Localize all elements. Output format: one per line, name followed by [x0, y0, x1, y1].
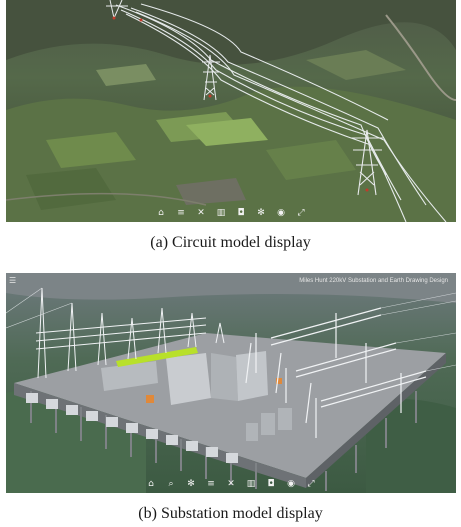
layers-icon[interactable]: ≡: [207, 479, 215, 489]
camera-icon[interactable]: ◘: [237, 208, 245, 218]
measure-icon[interactable]: ✕: [197, 208, 205, 218]
fullscreen-icon[interactable]: ⤢: [297, 208, 305, 218]
substation-model-viewport[interactable]: ☰ Miles Hunt 220kV Substation and Earth …: [6, 273, 456, 493]
circuit-caption: (a) Circuit model display: [150, 234, 311, 251]
settings-icon[interactable]: ✻: [187, 479, 195, 489]
settings-icon[interactable]: ✻: [257, 208, 265, 218]
menu-icon[interactable]: ☰: [9, 276, 17, 285]
info-icon[interactable]: ◉: [277, 208, 285, 218]
substation-toolbar: ⌂ ⌕ ✻ ≡ ✕ ▥ ◘ ◉ ⤢: [6, 479, 456, 490]
home-icon[interactable]: ⌂: [158, 208, 164, 218]
info-icon[interactable]: ◉: [287, 479, 295, 489]
home-icon[interactable]: ⌂: [148, 479, 154, 489]
grid-icon[interactable]: ▥: [216, 208, 226, 218]
grid-icon[interactable]: ▥: [246, 479, 256, 489]
search-icon[interactable]: ⌕: [168, 479, 174, 489]
substation-caption: (b) Substation model display: [138, 505, 323, 522]
circuit-model-viewport[interactable]: ⌂ ≡ ✕ ▥ ◘ ✻ ◉ ⤢: [6, 0, 456, 222]
measure-icon[interactable]: ✕: [227, 479, 235, 489]
fullscreen-icon[interactable]: ⤢: [307, 479, 315, 489]
camera-icon[interactable]: ◘: [267, 479, 275, 489]
scene-title: Miles Hunt 220kV Substation and Earth Dr…: [299, 278, 448, 284]
circuit-toolbar: ⌂ ≡ ✕ ▥ ◘ ✻ ◉ ⤢: [6, 208, 456, 219]
layers-icon[interactable]: ≡: [177, 208, 185, 218]
circuit-scene: [6, 0, 456, 222]
substation-scene: [6, 273, 456, 493]
